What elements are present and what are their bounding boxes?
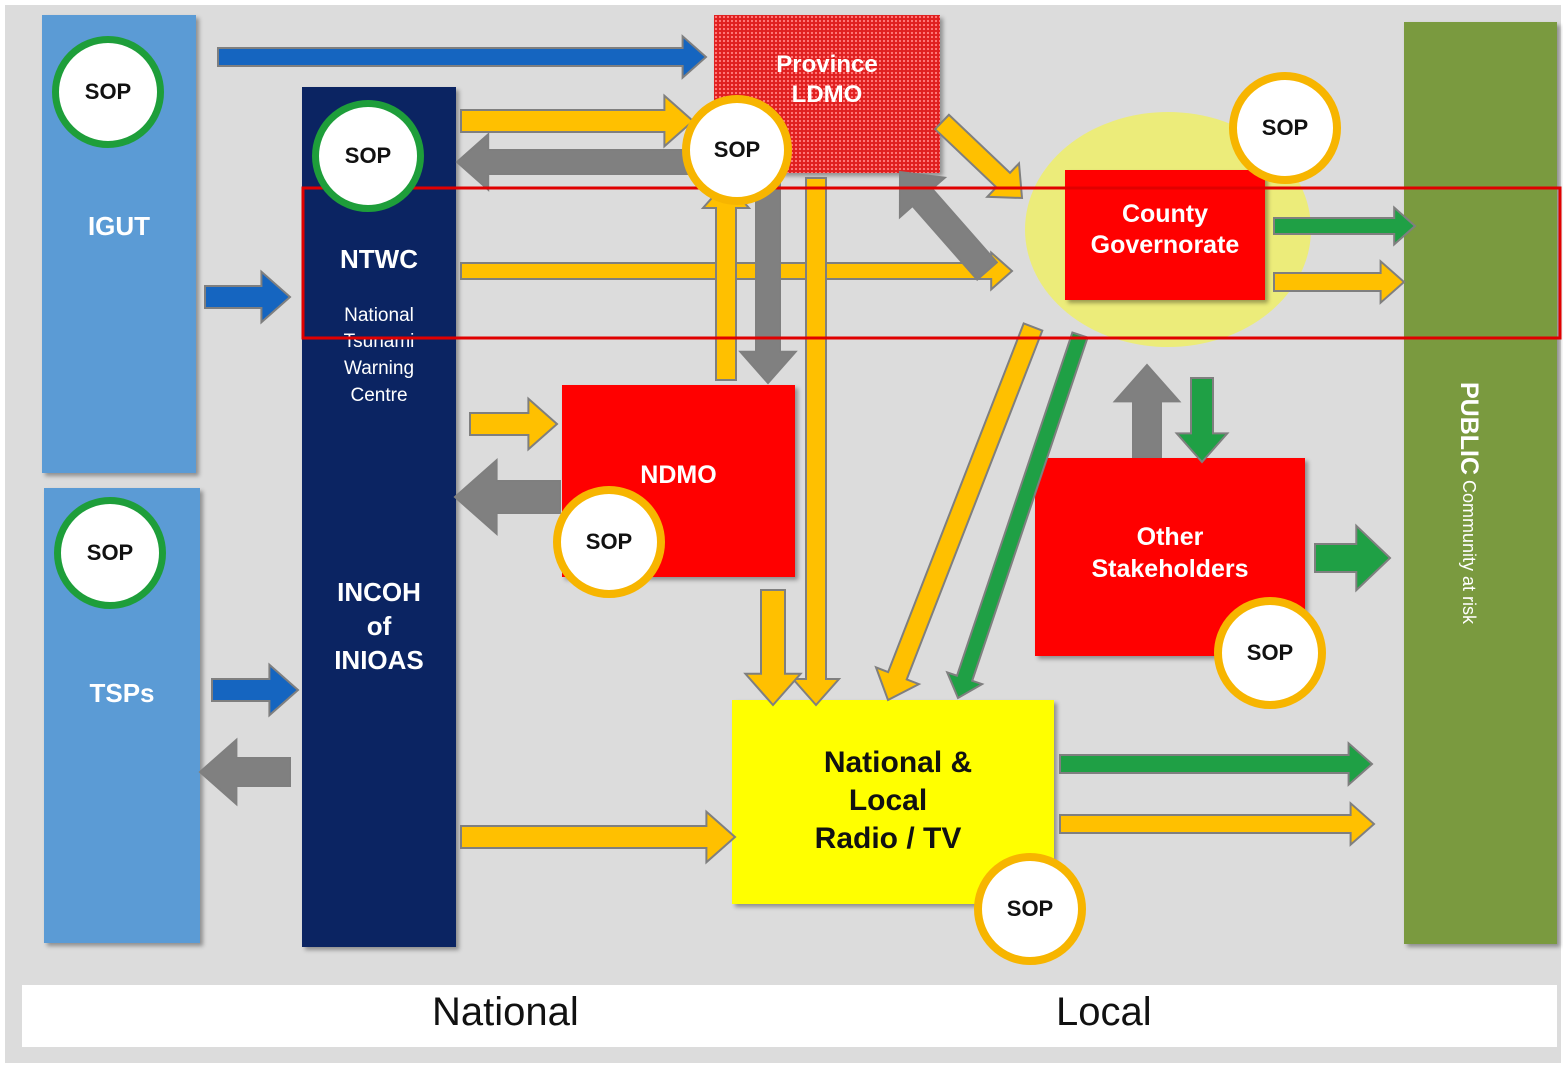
media-line-1: National &	[823, 746, 973, 779]
label-national: National	[432, 990, 579, 1034]
media-line-2: Local	[848, 784, 928, 817]
sop-igut: SOP	[52, 36, 164, 148]
sop-province: SOP	[682, 95, 792, 205]
incoh-line-1: INCOH	[337, 577, 421, 607]
county-governorate-box: County Governorate	[1065, 170, 1265, 300]
county-line-2: Governorate	[1090, 231, 1240, 259]
province-line-2: LDMO	[791, 81, 863, 108]
ntwc-sub-2: Tsunami	[343, 331, 415, 352]
media-line-3: Radio / TV	[814, 822, 962, 855]
tsps-label: TSPs	[89, 678, 155, 708]
incoh-line-2: of	[366, 611, 392, 641]
igut-label: IGUT	[87, 211, 151, 241]
incoh-line-3: INIOAS	[334, 645, 424, 675]
county-line-1: County	[1121, 200, 1209, 228]
sop-county: SOP	[1229, 72, 1341, 184]
sop-ndmo: SOP	[553, 486, 665, 598]
other-line-1: Other	[1136, 523, 1204, 551]
bottom-band	[22, 985, 1557, 1047]
sop-tsps: SOP	[54, 497, 166, 609]
public-box: PUBLIC Community at risk	[1404, 22, 1557, 944]
ntwc-sub-1: National	[344, 305, 414, 326]
sop-ntwc: SOP	[312, 100, 424, 212]
sop-radio-tv: SOP	[974, 853, 1086, 965]
public-title: PUBLIC	[1455, 382, 1483, 476]
ntwc-sub-4: Centre	[350, 385, 408, 406]
ntwc-sub-3: Warning	[343, 358, 415, 379]
label-local: Local	[1056, 990, 1152, 1034]
ntwc-column: NTWC National Tsunami Warning Centre INC…	[302, 87, 456, 947]
public-vertical-text: PUBLIC Community at risk	[1454, 382, 1483, 624]
other-line-2: Stakeholders	[1091, 555, 1249, 583]
sop-other-stakeholders: SOP	[1214, 597, 1326, 709]
province-line-1: Province	[776, 51, 878, 78]
public-subtitle: Community at risk	[1459, 479, 1479, 624]
ntwc-title: NTWC	[340, 244, 418, 274]
ndmo-label: NDMO	[640, 461, 717, 489]
